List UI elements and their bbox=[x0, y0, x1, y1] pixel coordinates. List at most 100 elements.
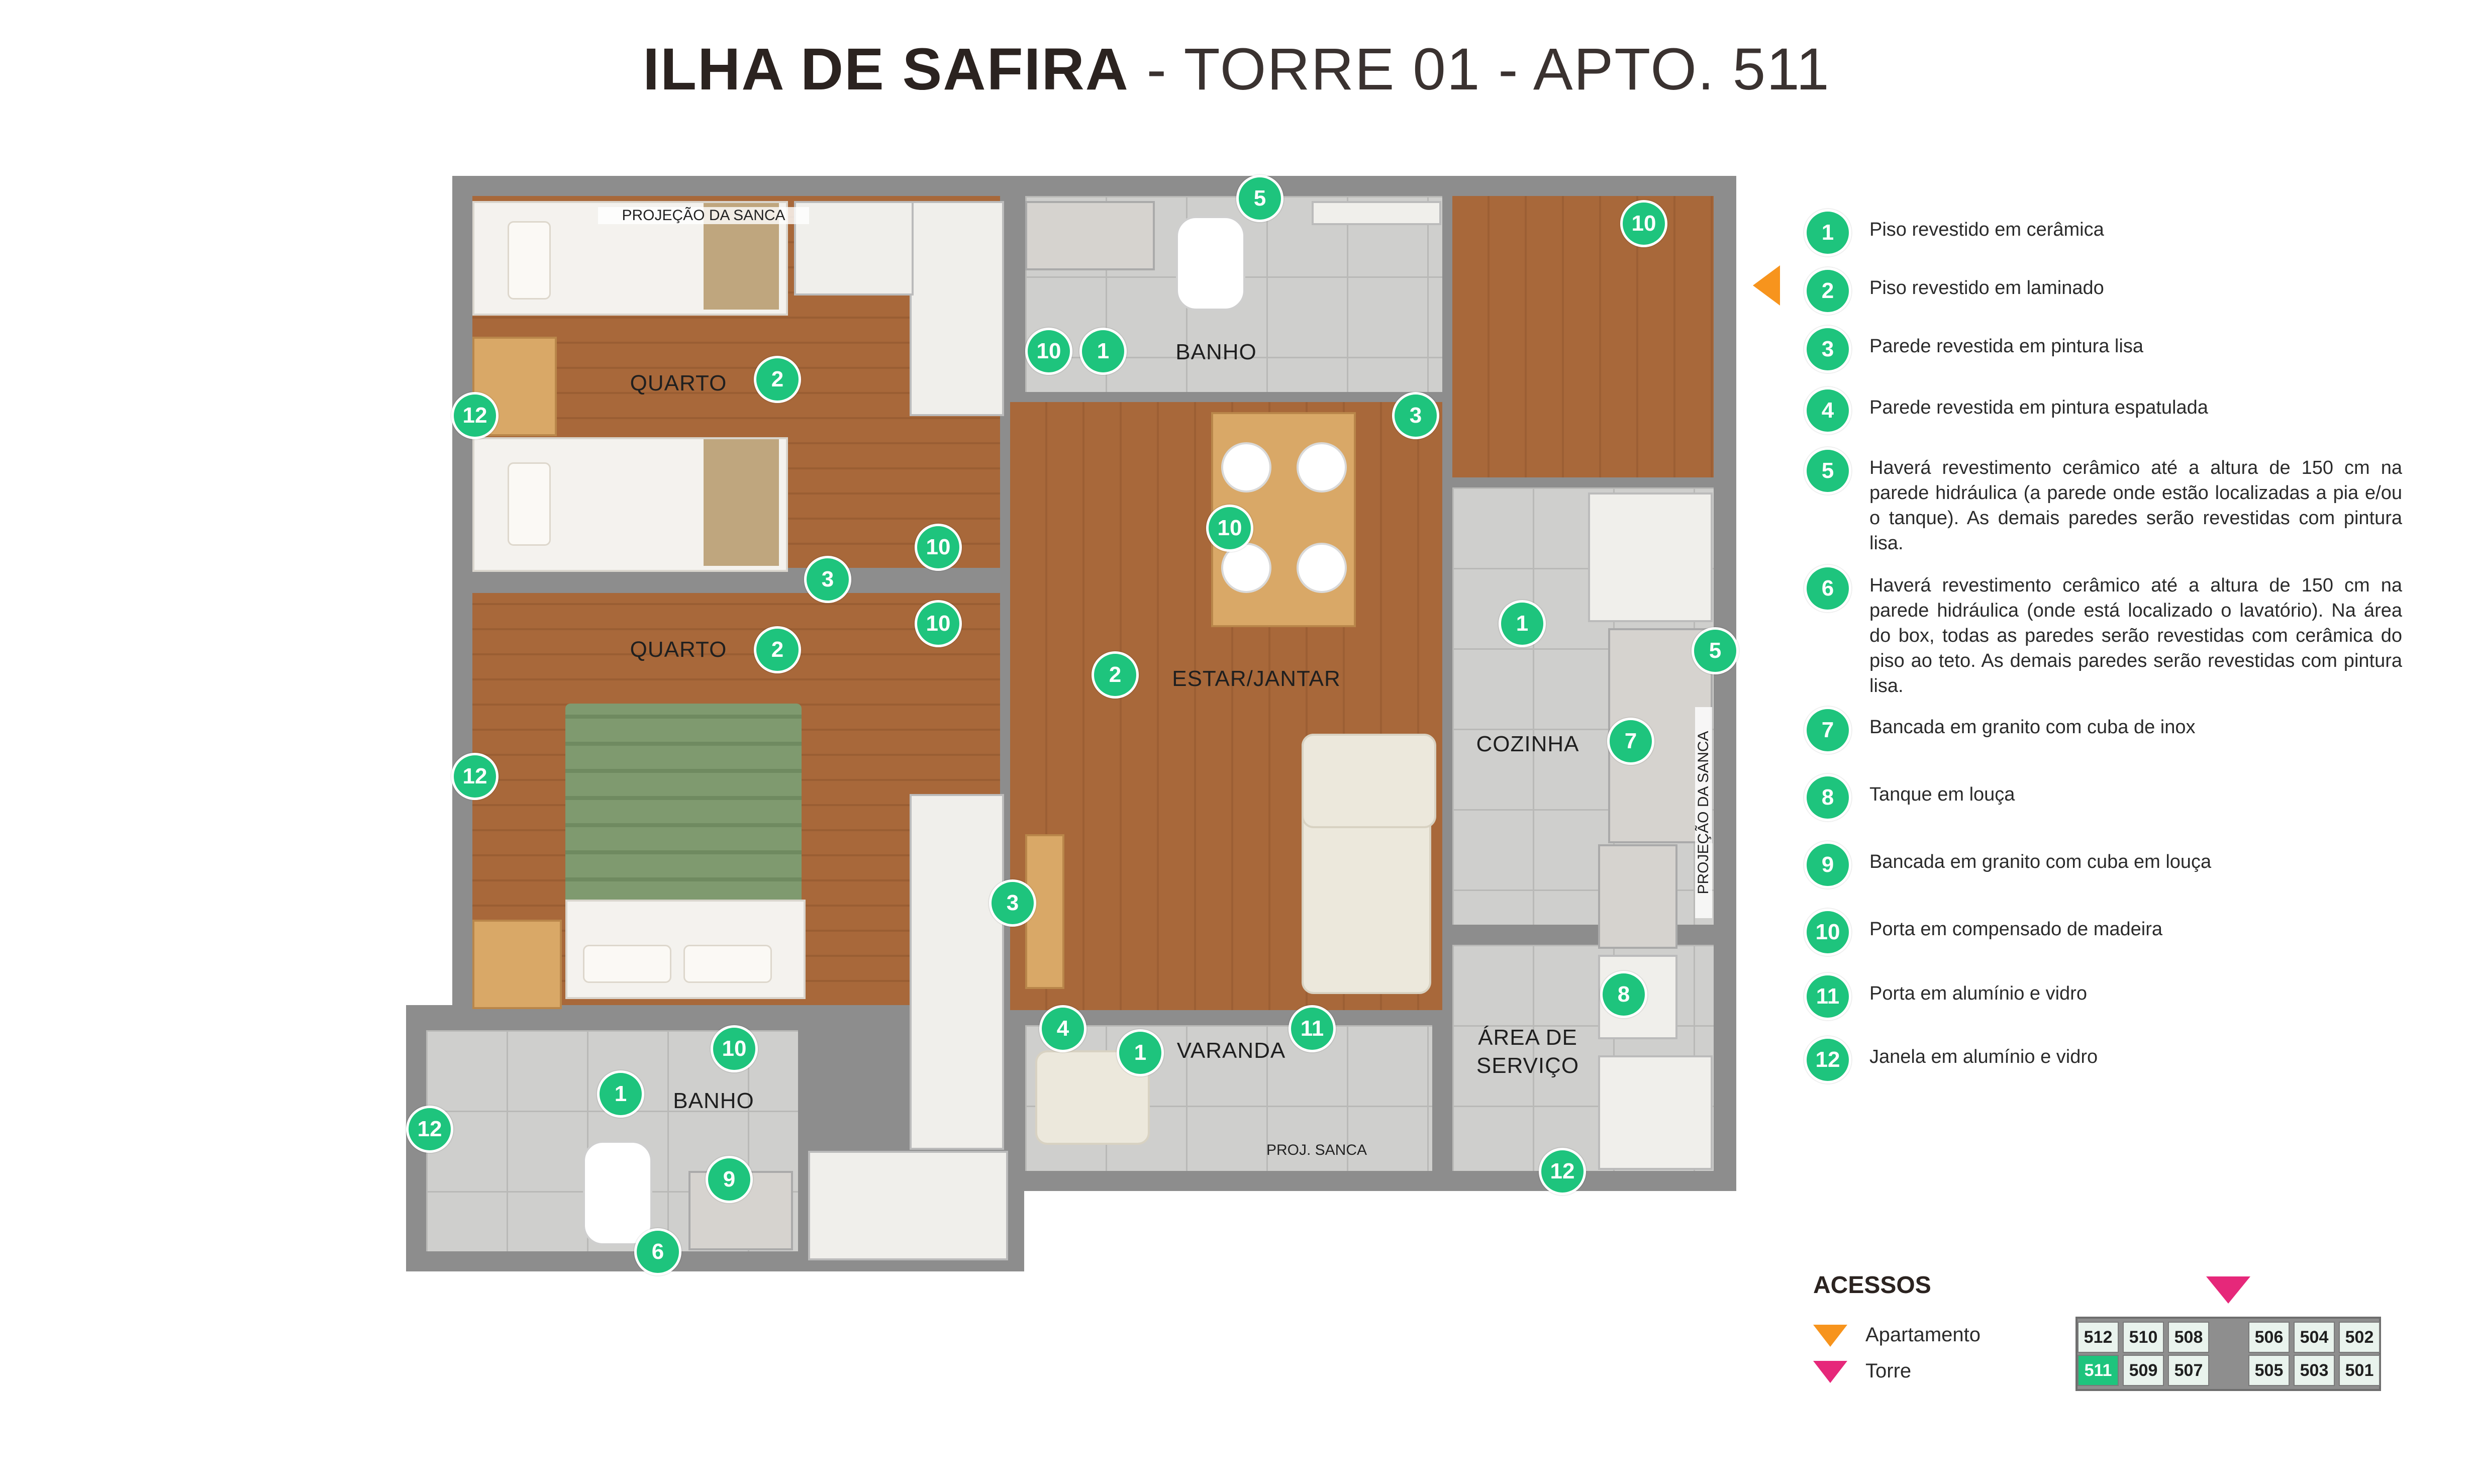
legend-marker: 5 bbox=[1804, 447, 1851, 494]
label-area-servico-1: ÁREA DE bbox=[1478, 1025, 1577, 1050]
nightstand bbox=[472, 337, 557, 436]
legend-marker: 3 bbox=[1804, 326, 1851, 373]
legend-marker: 2 bbox=[1804, 267, 1851, 315]
legend-text: Tanque em louça bbox=[1869, 784, 2015, 805]
marker-12: 12 bbox=[406, 1106, 453, 1153]
acesso-torre-label: Torre bbox=[1865, 1360, 1912, 1382]
double-bed bbox=[565, 704, 802, 905]
unit-cell: 508 bbox=[2168, 1322, 2209, 1353]
stove bbox=[1598, 844, 1677, 949]
marker-8: 8 bbox=[1600, 971, 1647, 1018]
legend-text: Bancada em granito com cuba de inox bbox=[1869, 717, 2196, 738]
plate bbox=[1221, 442, 1271, 492]
label-proj-sanca: PROJ. SANCA bbox=[1266, 1142, 1367, 1158]
closet-bottom bbox=[808, 1151, 1008, 1260]
unit-cell: 507 bbox=[2168, 1355, 2209, 1386]
acesso-apartamento-label: Apartamento bbox=[1865, 1324, 1981, 1346]
legend-text: Haverá revestimento cerâmico até a altur… bbox=[1869, 575, 2402, 697]
legend-text: Haverá revestimento cerâmico até a altur… bbox=[1869, 457, 2402, 554]
marker-6: 6 bbox=[634, 1228, 681, 1275]
marker-10: 10 bbox=[915, 600, 962, 647]
marker-9: 9 bbox=[706, 1156, 753, 1203]
marker-2: 2 bbox=[1092, 651, 1139, 699]
wardrobe-top-2 bbox=[794, 201, 914, 295]
marker-5: 5 bbox=[1692, 627, 1739, 674]
legend-marker: 6 bbox=[1804, 565, 1851, 612]
label-quarto-1: QUARTO bbox=[630, 371, 727, 395]
marker-11: 11 bbox=[1289, 1005, 1336, 1052]
marker-10: 10 bbox=[1620, 200, 1667, 247]
marker-10: 10 bbox=[1206, 505, 1253, 552]
legend-marker: 12 bbox=[1804, 1036, 1851, 1083]
marker-1: 1 bbox=[1079, 328, 1127, 375]
marker-3: 3 bbox=[1392, 392, 1439, 439]
marker-7: 7 bbox=[1607, 718, 1654, 765]
label-projecao-sanca-kitchen: PROJEÇÃO DA SANCA bbox=[1695, 707, 1712, 918]
label-area-servico-2: SERVIÇO bbox=[1476, 1053, 1579, 1078]
legend-text: Piso revestido em cerâmica bbox=[1869, 219, 2104, 240]
label-bath-top: BANHO bbox=[1175, 340, 1257, 364]
marker-12: 12 bbox=[451, 753, 499, 800]
label-quarto-2: QUARTO bbox=[630, 637, 727, 662]
orange-triangle-icon bbox=[1813, 1325, 1847, 1347]
wardrobe-2 bbox=[910, 794, 1004, 1150]
legend-marker: 10 bbox=[1804, 909, 1851, 956]
wardrobe-top bbox=[910, 201, 1004, 416]
floor-varanda bbox=[1025, 1025, 1432, 1171]
legend-text: Parede revestida em pintura espatulada bbox=[1869, 397, 2208, 418]
unit-cell: 512 bbox=[2078, 1322, 2119, 1353]
acessos-title: ACESSOS bbox=[1813, 1272, 1931, 1299]
fridge bbox=[1588, 492, 1713, 622]
legend-marker: 9 bbox=[1804, 841, 1851, 888]
plate bbox=[1297, 543, 1347, 593]
unit-cell-active: 511 bbox=[2078, 1355, 2119, 1386]
title-bold: ILHA DE SAFIRA bbox=[643, 36, 1129, 103]
pillow bbox=[583, 945, 671, 983]
marker-5: 5 bbox=[1236, 175, 1283, 222]
label-bath-bottom: BANHO bbox=[673, 1089, 754, 1113]
unit-cell: 506 bbox=[2248, 1322, 2290, 1353]
marker-3: 3 bbox=[804, 556, 851, 603]
legend-text: Parede revestida em pintura lisa bbox=[1869, 336, 2143, 357]
legend-text: Bancada em granito com cuba em louça bbox=[1869, 851, 2212, 872]
marker-2: 2 bbox=[754, 356, 801, 403]
marker-10: 10 bbox=[1025, 328, 1072, 375]
acesso-torre: Torre bbox=[1813, 1360, 1911, 1383]
legend-marker: 4 bbox=[1804, 387, 1851, 434]
tower-access-arrow bbox=[2206, 1276, 2250, 1304]
marker-10: 10 bbox=[915, 524, 962, 571]
floor-entry bbox=[1452, 196, 1714, 477]
legend-marker: 1 bbox=[1804, 209, 1851, 256]
legend-text: Porta em compensado de madeira bbox=[1869, 919, 2162, 940]
sofa-back bbox=[1302, 734, 1436, 828]
unit-cell: 501 bbox=[2339, 1355, 2380, 1386]
marker-10: 10 bbox=[711, 1025, 758, 1072]
marker-12: 12 bbox=[451, 392, 499, 439]
title-rest: - TORRE 01 - APTO. 511 bbox=[1129, 36, 1830, 103]
unit-cell: 503 bbox=[2294, 1355, 2335, 1386]
pink-triangle-icon bbox=[1813, 1361, 1847, 1383]
marker-2: 2 bbox=[754, 626, 801, 673]
unit-cell: 502 bbox=[2339, 1322, 2380, 1353]
legend-text: Porta em alumínio e vidro bbox=[1869, 983, 2087, 1004]
marker-1: 1 bbox=[1117, 1029, 1164, 1076]
unit-cell: 505 bbox=[2248, 1355, 2290, 1386]
label-varanda: VARANDA bbox=[1176, 1038, 1286, 1063]
toilet bbox=[1176, 216, 1245, 311]
label-estar: ESTAR/JANTAR bbox=[1172, 666, 1341, 691]
pillow bbox=[508, 462, 551, 546]
legend-marker: 8 bbox=[1804, 774, 1851, 821]
label-projecao-sanca-top: PROJEÇÃO DA SANCA bbox=[598, 207, 809, 224]
label-cozinha: COZINHA bbox=[1476, 732, 1579, 756]
shower-area bbox=[1312, 201, 1441, 225]
legend-text: Piso revestido em laminado bbox=[1869, 277, 2104, 299]
unit-cell: 509 bbox=[2123, 1355, 2164, 1386]
bed-bottom-blanket bbox=[704, 439, 779, 566]
marker-4: 4 bbox=[1039, 1005, 1086, 1052]
toilet bbox=[583, 1141, 652, 1245]
marker-12: 12 bbox=[1539, 1148, 1586, 1195]
acesso-apartamento: Apartamento bbox=[1813, 1324, 1981, 1347]
apartment-access-arrow bbox=[1753, 265, 1780, 306]
washing-machine bbox=[1598, 1055, 1713, 1170]
pillow bbox=[683, 945, 772, 983]
